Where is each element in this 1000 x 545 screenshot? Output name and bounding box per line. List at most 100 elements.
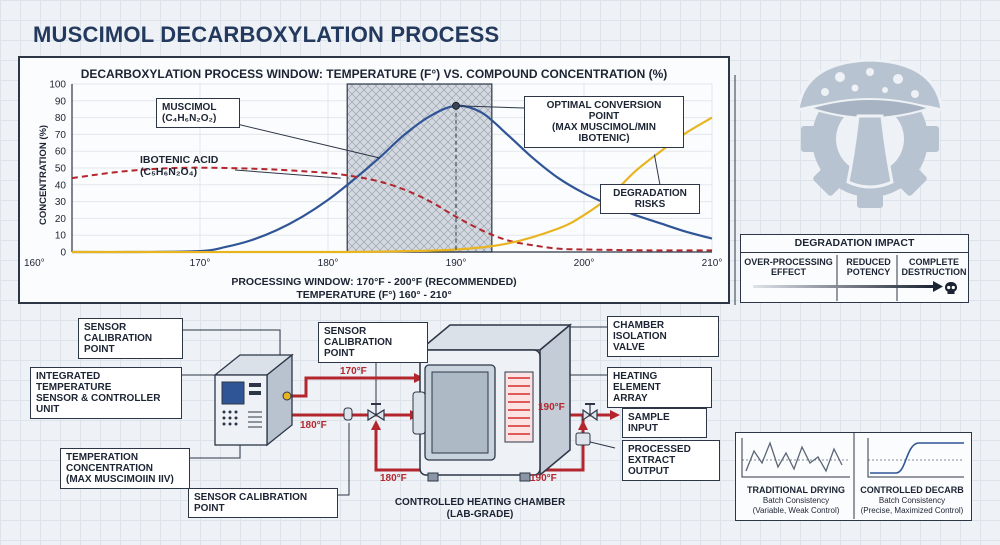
controller-unit-icon <box>213 353 294 447</box>
muscimol-formula: (C₄H₆N₂O₂) <box>162 113 217 124</box>
x-axis-label: TEMPERATURE (F°) 160° - 210° <box>296 289 452 301</box>
temperation-label: TEMPERATION CONCENTRATION (MAX MUSCIMOII… <box>60 448 190 489</box>
sensor-cal-1-line2: CALIBRATION POINT <box>84 333 153 355</box>
y-axis-label: CONCENTRATION (%) <box>38 124 49 225</box>
panel-divider <box>734 75 736 305</box>
x-tick-label: 170° <box>190 258 211 269</box>
leader-sensor-cal-3 <box>337 423 350 496</box>
y-tick-label: 100 <box>49 80 66 91</box>
output-line2: EXTRACT OUTPUT <box>628 455 676 477</box>
chamber-label: CONTROLLED HEATING CHAMBER (LAB-GRADE) <box>380 497 580 521</box>
x-tick-label: 200° <box>574 258 595 269</box>
controlled-sub2: (Precise, Maximized Control) <box>860 506 964 515</box>
page-title: MUSCIMOL DECARBOXYLATION PROCESS <box>33 22 500 47</box>
optimal-line-2: (MAX MUSCIMOL/MIN IBOTENIC) <box>552 122 656 144</box>
muscimol-callout: MUSCIMOL (C₄H₆N₂O₂) <box>156 98 240 128</box>
process-diagram <box>150 323 620 496</box>
controlled-title: CONTROLLED DECARB <box>860 485 964 495</box>
series-line-1 <box>71 166 713 252</box>
x-tick-label: 180° <box>318 258 339 269</box>
degradation-arrow <box>753 255 943 301</box>
comparison-panel: TRADITIONAL DRYING Batch Consistency (Va… <box>735 432 972 521</box>
optimal-point-callout: OPTIMAL CONVERSION POINT (MAX MUSCIMOL/M… <box>524 96 684 148</box>
traditional-sub2: (Variable, Weak Control) <box>752 506 840 515</box>
optimal-leader <box>459 105 525 109</box>
temp-left-line: 180°F <box>300 420 327 431</box>
valve-right-icon <box>582 403 598 422</box>
controller-label: INTEGRATED TEMPERATURE SENSOR & CONTROLL… <box>30 367 182 419</box>
temperation-line2: CONCENTRATION <box>66 463 154 474</box>
temp-top-line: 170°F <box>340 366 367 377</box>
output-line1: PROCESSED <box>628 444 691 455</box>
sample-input-label: SAMPLE INPUT <box>622 408 707 438</box>
chamber-line2: (LAB-GRADE) <box>446 509 514 520</box>
y-tick-label: 80 <box>55 113 67 124</box>
concentration-chart: 0 10 20 30 40 50 60 70 80 90 100 160° 170° 180° 190° 20… <box>24 80 723 270</box>
optimal-point-marker <box>452 101 460 110</box>
sensor-cal-2-line2: CALIBRATION POINT <box>324 337 393 359</box>
chart-title: DECARBOXYLATION PROCESS WINDOW: TEMPERAT… <box>80 67 668 81</box>
heating-chamber-icon <box>412 323 573 482</box>
mushroom-gear-logo-icon <box>796 58 944 208</box>
temp-bottom-right: 190°F <box>530 473 557 484</box>
x-tick-label: 210° <box>702 258 723 269</box>
processing-window-region <box>346 83 493 253</box>
ibotenic-formula: (C₅H₆N₂O₄) <box>140 166 198 178</box>
isolation-valve-label: CHAMBER ISOLATION VALVE <box>607 316 719 357</box>
sensor-probe-icon <box>343 407 353 421</box>
processed-output-label: PROCESSED EXTRACT OUTPUT <box>622 440 720 481</box>
y-tick-label: 60 <box>55 147 67 158</box>
y-tick-label: 50 <box>55 164 67 175</box>
sensor-cal-1-line1: SENSOR <box>84 322 127 333</box>
controller-line2: SENSOR & CONTROLLER UNIT <box>36 393 161 415</box>
processing-window-label: PROCESSING WINDOW: 170°F - 200°F (RECOMM… <box>231 276 517 288</box>
output-port-icon <box>575 432 591 446</box>
isolation-line1: CHAMBER ISOLATION <box>613 320 667 342</box>
heating-array-label: HEATING ELEMENT ARRAY <box>607 367 712 408</box>
degradation-risk-callout: DEGRADATION RISKS <box>600 184 700 214</box>
chart-panel: DECARBOXYLATION PROCESS WINDOW: TEMPERAT… <box>18 56 730 304</box>
reduced-potency-label: REDUCED POTENCY <box>846 257 891 277</box>
skull-icon <box>945 282 957 294</box>
valve-left-icon <box>367 403 385 422</box>
chamber-line1: CONTROLLED HEATING CHAMBER <box>394 497 566 508</box>
optimal-line-1: OPTIMAL CONVERSION POINT <box>546 100 662 122</box>
muscimol-name: MUSCIMOL <box>162 102 217 113</box>
y-tick-label: 90 <box>55 96 67 107</box>
temperation-line1: TEMPERATION <box>66 452 139 463</box>
heating-line1: HEATING ELEMENT <box>613 371 661 393</box>
controller-line1: INTEGRATED TEMPERATURE <box>36 371 112 393</box>
sensor-cal-2-label: SENSOR CALIBRATION POINT <box>318 322 428 363</box>
ibotenic-callout: IBOTENIC ACID (C₅H₆N₂O₄) <box>140 154 218 178</box>
degradation-impact-panel: DEGRADATION IMPACT OVER-PROCESSING EFFEC… <box>740 234 969 303</box>
heating-line2: ARRAY <box>613 393 648 404</box>
y-tick-label: 40 <box>55 180 67 191</box>
ibotenic-name: IBOTENIC ACID <box>140 154 219 166</box>
controlled-sub1: Batch Consistency <box>878 496 946 505</box>
over-processing-label: OVER-PROCESSING EFFECT <box>744 257 833 277</box>
sensor-cal-3-label: SENSOR CALIBRATION POINT <box>188 488 338 518</box>
x-tick-label: 160° <box>24 258 45 269</box>
y-tick-label: 70 <box>55 130 67 141</box>
sensor-cal-1-label: SENSOR CALIBRATION POINT <box>78 318 183 359</box>
traditional-title: TRADITIONAL DRYING <box>747 485 845 495</box>
degradation-impact-title: DEGRADATION IMPACT <box>741 235 968 253</box>
y-tick-label: 30 <box>55 197 67 208</box>
comparison-graphs <box>741 433 964 519</box>
temp-bottom-left: 180°F <box>380 473 407 484</box>
y-tick-label: 0 <box>60 248 66 259</box>
y-tick-label: 20 <box>55 214 67 225</box>
series-line-2 <box>71 116 713 254</box>
isolation-line2: VALVE <box>613 342 645 353</box>
temperation-line3: (MAX MUSCIMOIIN IIV) <box>66 474 174 485</box>
temp-right-line: 190°F <box>538 402 565 413</box>
x-tick-label: 190° <box>446 258 467 269</box>
muscimol-leader <box>219 119 380 159</box>
ibotenic-leader <box>234 169 341 179</box>
arrow-top <box>414 373 424 383</box>
y-tick-label: 10 <box>55 231 67 242</box>
degradation-leader <box>653 154 661 186</box>
complete-destruction-label: COMPLETE DESTRUCTION <box>901 257 967 277</box>
pipe-top <box>290 376 415 398</box>
traditional-sub1: Batch Consistency <box>762 496 830 505</box>
